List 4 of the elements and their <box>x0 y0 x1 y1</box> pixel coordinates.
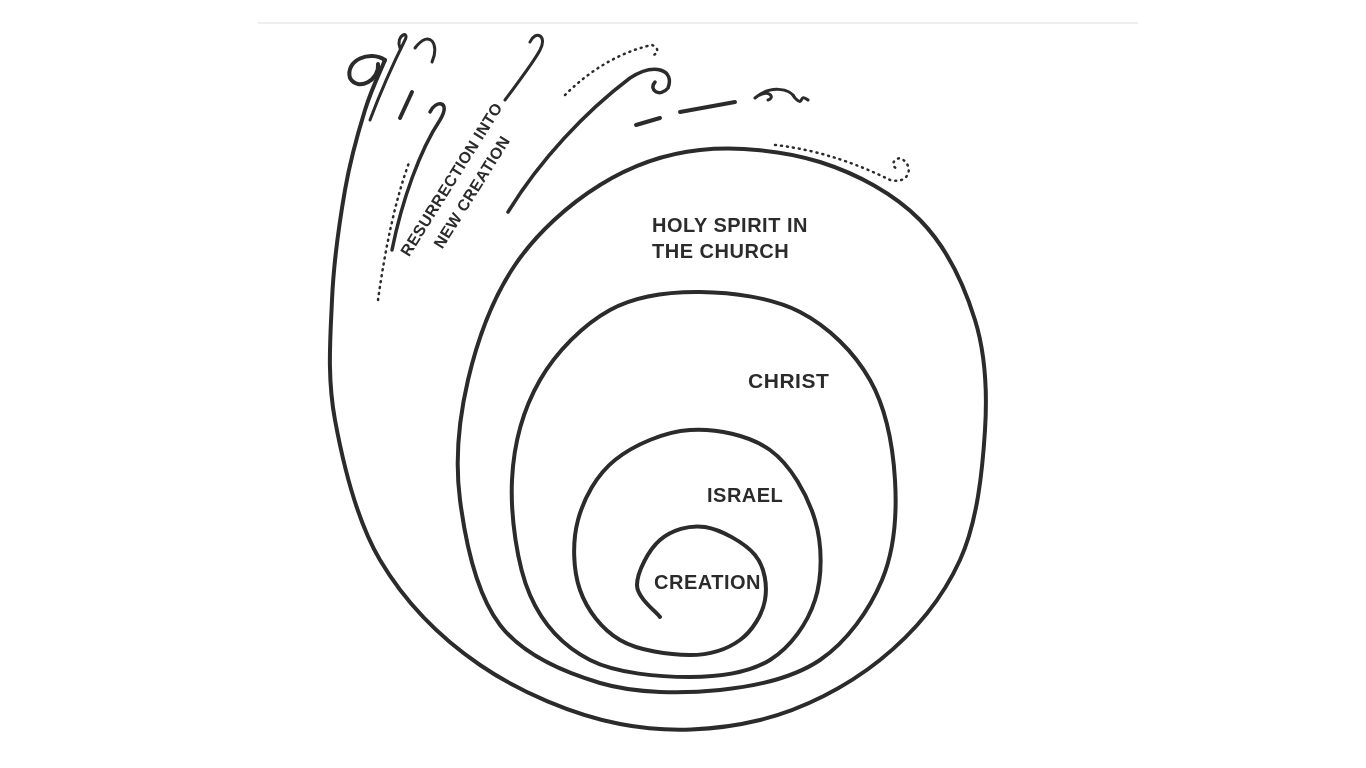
spiral-label: CREATION <box>654 570 761 595</box>
spiral-label: CHRIST <box>748 368 830 394</box>
spiral-label: HOLY SPIRIT IN THE CHURCH <box>652 213 809 264</box>
spiral-label: ISRAEL <box>707 483 784 508</box>
